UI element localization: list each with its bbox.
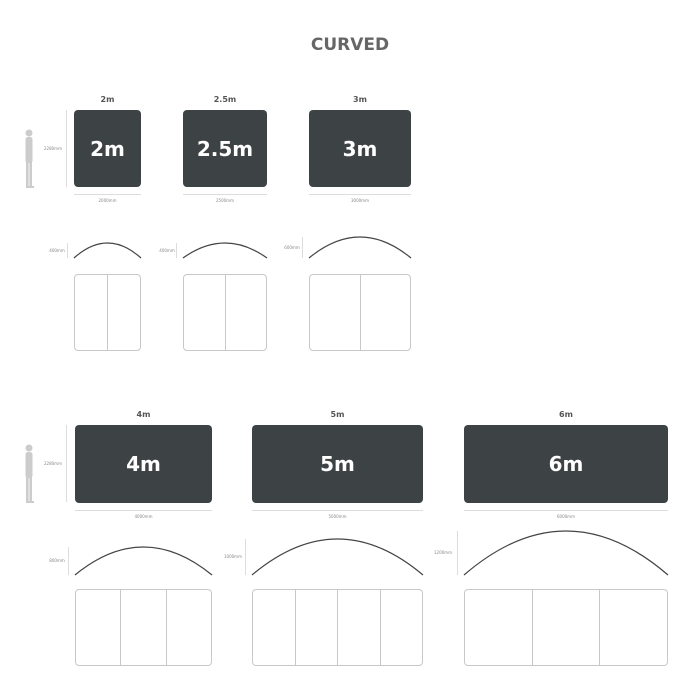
panel-section bbox=[108, 275, 140, 350]
depth-dimension-label: 400mm bbox=[159, 247, 175, 253]
panel-layout bbox=[74, 274, 141, 351]
panel-section bbox=[600, 590, 667, 665]
diagram-title: CURVED bbox=[310, 35, 390, 55]
depth-dimension-line bbox=[176, 243, 177, 258]
panel-section bbox=[184, 275, 226, 350]
size-heading: 4m bbox=[136, 410, 151, 419]
width-dimension-label: 2000mm bbox=[98, 198, 117, 203]
width-dimension-line bbox=[464, 510, 668, 511]
curve-profile-arc bbox=[308, 236, 412, 259]
depth-dimension-label: 800mm bbox=[49, 558, 65, 563]
height-dimension-label: 2280mm bbox=[44, 461, 62, 466]
size-box: 2m bbox=[74, 110, 141, 187]
panel-section bbox=[226, 275, 267, 350]
size-box: 3m bbox=[309, 110, 411, 187]
size-box: 4m bbox=[75, 425, 212, 503]
panel-section bbox=[121, 590, 167, 665]
size-heading: 6m bbox=[559, 410, 573, 419]
size-box: 6m bbox=[464, 425, 668, 503]
curve-profile-arc bbox=[74, 546, 213, 576]
panel-section bbox=[338, 590, 381, 665]
size-box: 2.5m bbox=[183, 110, 267, 187]
panel-section bbox=[296, 590, 338, 665]
width-dimension-label: 4000mm bbox=[134, 514, 153, 519]
width-dimension-line bbox=[74, 194, 141, 195]
depth-dimension-label: 400mm bbox=[49, 247, 65, 253]
width-dimension-line bbox=[75, 510, 212, 511]
width-dimension-line bbox=[309, 194, 411, 195]
panel-section bbox=[310, 275, 361, 350]
panel-layout bbox=[183, 274, 267, 351]
panel-section bbox=[253, 590, 296, 665]
size-heading: 3m bbox=[353, 95, 367, 104]
depth-dimension-line bbox=[68, 547, 69, 575]
panel-section bbox=[75, 275, 108, 350]
size-heading: 2.5m bbox=[213, 95, 237, 104]
panel-section bbox=[76, 590, 122, 665]
panel-section bbox=[167, 590, 211, 665]
depth-dimension-label: 600mm bbox=[284, 244, 300, 250]
size-box: 5m bbox=[252, 425, 423, 503]
panel-section bbox=[465, 590, 533, 665]
width-dimension-label: 5000mm bbox=[328, 514, 347, 519]
depth-dimension-label: 1000mm bbox=[224, 554, 242, 559]
depth-dimension-line bbox=[67, 243, 68, 258]
panel-layout bbox=[252, 589, 423, 666]
panel-section bbox=[533, 590, 601, 665]
panel-section bbox=[361, 275, 411, 350]
depth-dimension-line bbox=[457, 531, 458, 575]
panel-layout bbox=[464, 589, 668, 666]
panel-section bbox=[381, 590, 423, 665]
panel-layout bbox=[309, 274, 411, 351]
human-silhouette-icon bbox=[25, 129, 34, 188]
width-dimension-label: 2500mm bbox=[216, 198, 234, 203]
depth-dimension-label: 1200mm bbox=[434, 550, 452, 555]
height-dimension-label: 2280mm bbox=[44, 146, 62, 151]
curve-profile-arc bbox=[182, 242, 268, 259]
width-dimension-label: 6000mm bbox=[557, 514, 575, 519]
height-dimension-line bbox=[66, 110, 67, 187]
width-dimension-line bbox=[252, 510, 423, 511]
size-heading: 5m bbox=[330, 410, 345, 419]
depth-dimension-line bbox=[245, 539, 246, 575]
curve-profile-arc bbox=[251, 538, 424, 576]
height-dimension-line bbox=[66, 425, 67, 502]
width-dimension-line bbox=[183, 194, 267, 195]
width-dimension-label: 3000mm bbox=[351, 198, 369, 203]
size-heading: 2m bbox=[100, 95, 115, 104]
curve-profile-arc bbox=[73, 242, 142, 259]
curve-profile-arc bbox=[463, 530, 669, 576]
human-silhouette-icon bbox=[25, 444, 34, 503]
panel-layout bbox=[75, 589, 212, 666]
depth-dimension-line bbox=[302, 237, 303, 258]
